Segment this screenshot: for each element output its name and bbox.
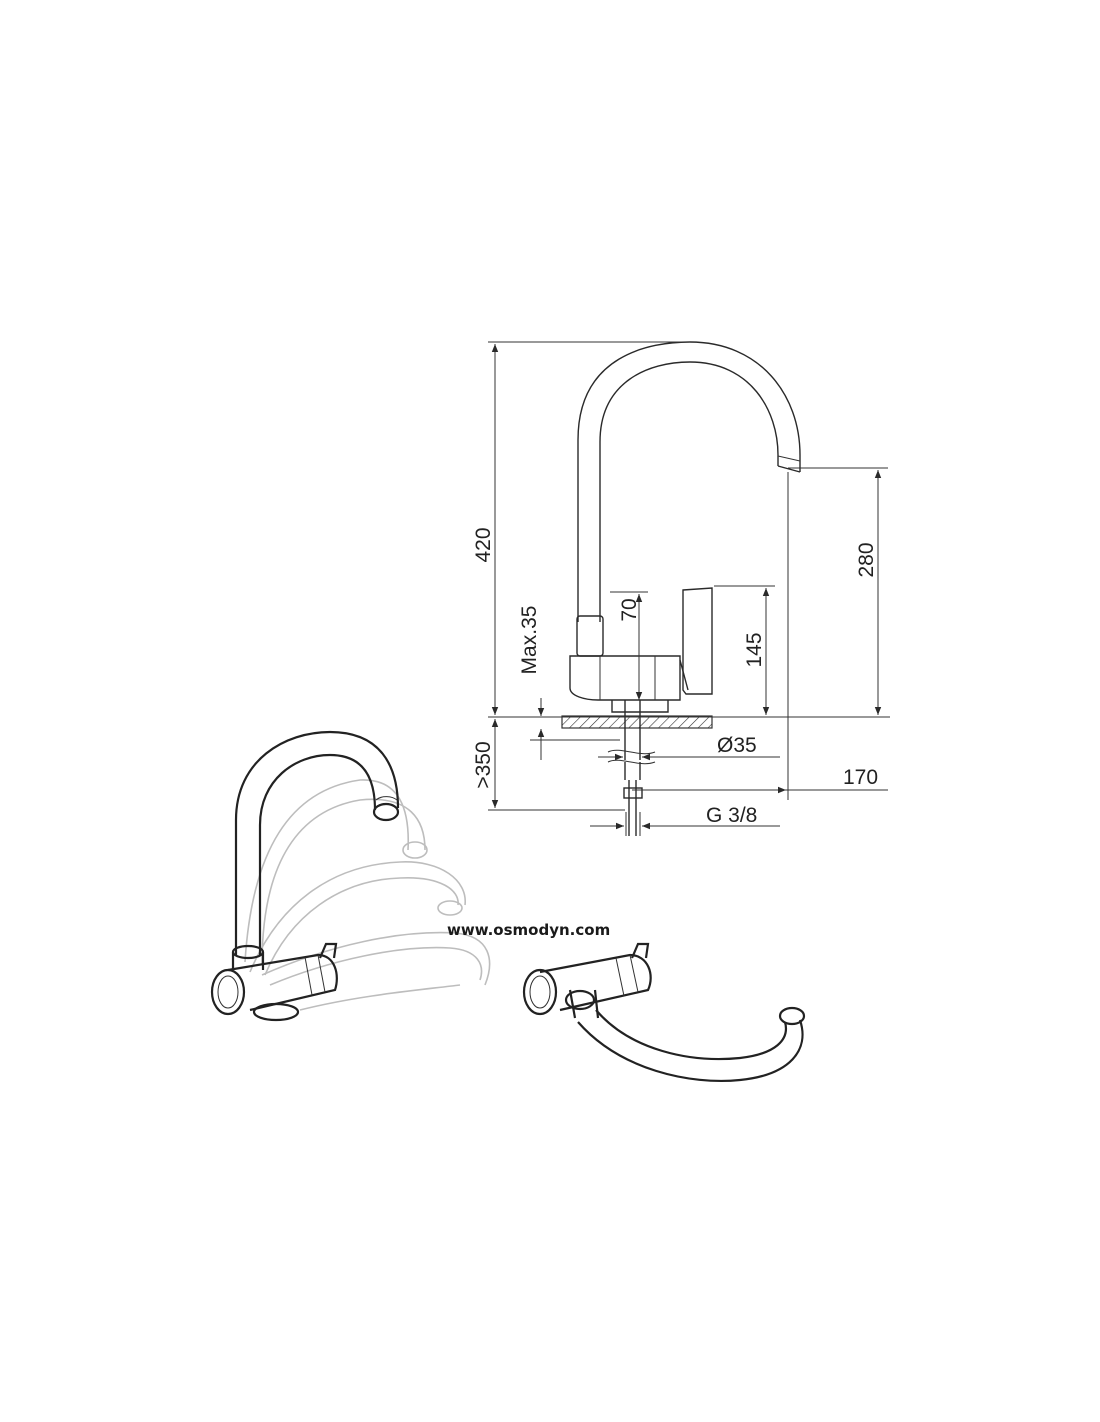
faucet-swivel-illustration xyxy=(210,730,491,1022)
dim-70-label: 70 xyxy=(618,598,641,621)
website-url: www.osmodyn.com xyxy=(447,921,610,939)
faucet-side-view xyxy=(561,341,801,836)
dim-420-label: 420 xyxy=(472,527,495,562)
dim-280-label: 280 xyxy=(855,542,878,577)
dim-max35-label: Max.35 xyxy=(518,606,541,675)
dim-350-label: >350 xyxy=(472,741,495,788)
dimension-lines: 420 280 145 70 Max.35 >350 Ø35 170 G 3/8 xyxy=(472,341,890,836)
dim-diameter-label: Ø35 xyxy=(717,734,757,757)
faucet-folded-illustration xyxy=(522,942,806,1082)
dim-145-label: 145 xyxy=(743,632,766,667)
dim-thread-label: G 3/8 xyxy=(706,804,757,827)
dim-170-label: 170 xyxy=(843,766,878,789)
